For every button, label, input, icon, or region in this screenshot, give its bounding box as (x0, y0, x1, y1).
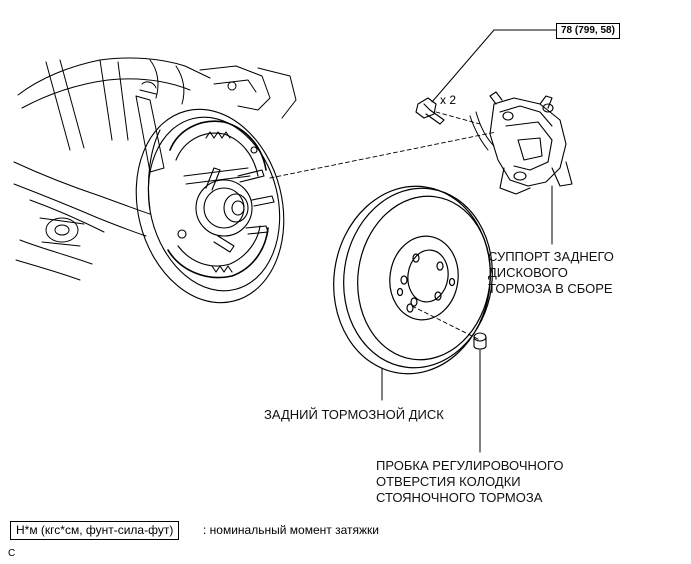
legend-description: : номинальный момент затяжки (203, 523, 379, 537)
caliper-label: СУППОРТ ЗАДНЕГО ДИСКОВОГО ТОРМОЗА В СБОР… (488, 249, 614, 296)
caliper-bolt (415, 97, 445, 125)
plug-label: ПРОБКА РЕГУЛИРОВОЧНОГО ОТВЕРСТИЯ КОЛОДКИ… (376, 458, 564, 505)
bolt-quantity: x 2 (440, 93, 457, 107)
legend-unit-box: Н*м (кгс*см, фунт-сила-фут) (10, 521, 180, 540)
disc-label: ЗАДНИЙ ТОРМОЗНОЙ ДИСК (264, 407, 444, 422)
brake-disc (333, 185, 493, 375)
torque-spec-box: 78 (799, 58) (556, 23, 620, 39)
corner-mark: C (8, 548, 16, 559)
alignment-lines (269, 111, 497, 341)
suspension-assembly (13, 57, 297, 281)
backing-plate-assembly (135, 108, 285, 304)
leader-lines (381, 29, 557, 453)
adjusting-hole-plug (473, 332, 487, 350)
brake-caliper (469, 91, 573, 195)
